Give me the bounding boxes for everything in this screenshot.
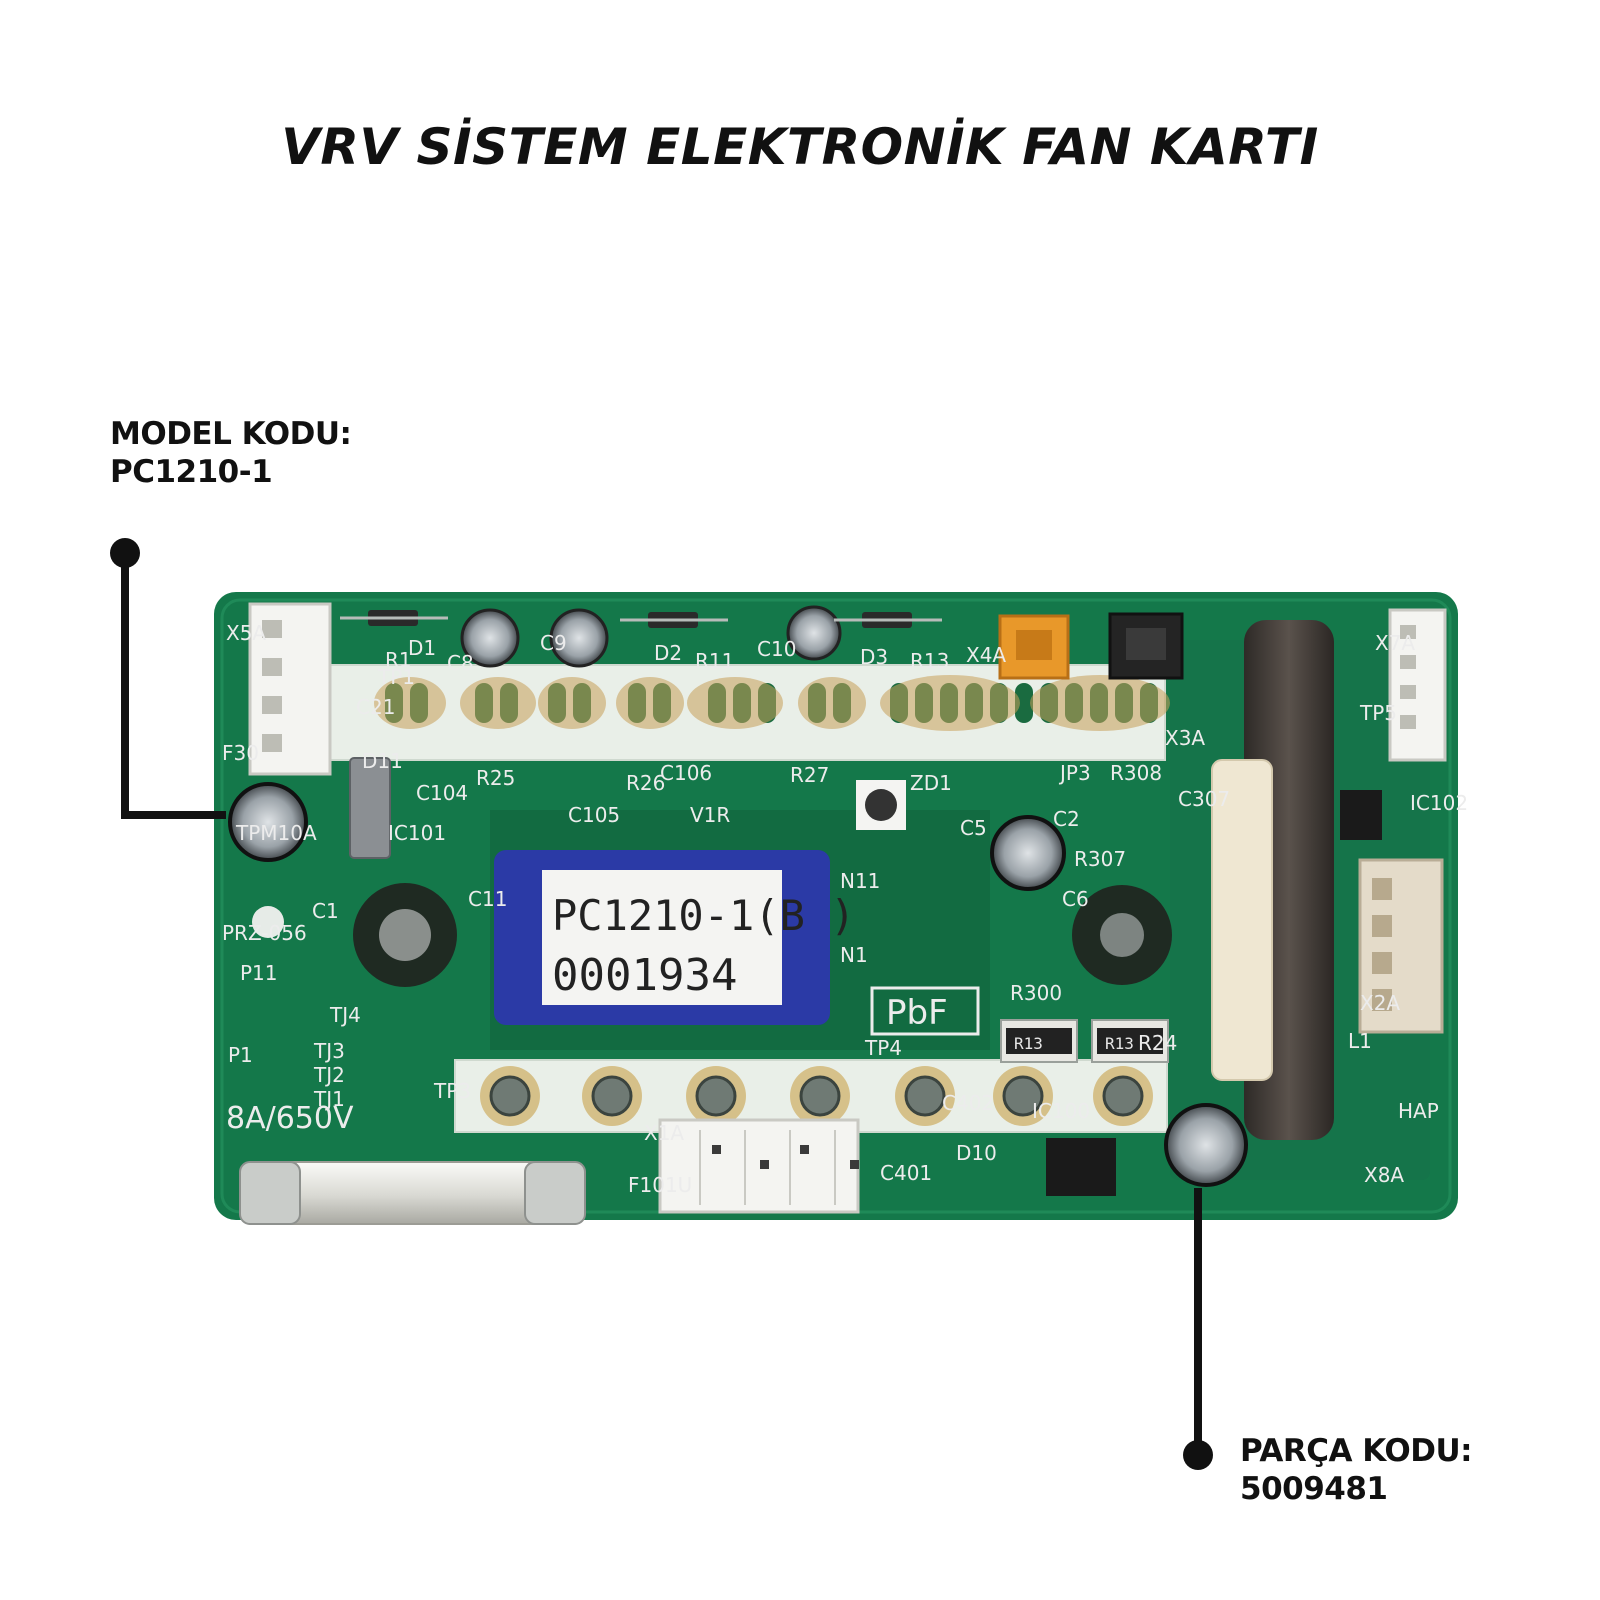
- svg-text:IC101: IC101: [388, 821, 446, 845]
- svg-text:C1: C1: [312, 899, 339, 923]
- svg-text:HAP: HAP: [1398, 1099, 1439, 1123]
- pbf-mark: PbF: [886, 993, 948, 1033]
- svg-text:C105: C105: [568, 803, 620, 827]
- isolation-pad: [1211, 759, 1273, 1081]
- svg-text:TP1: TP1: [377, 665, 415, 689]
- part-code-label: PARÇA KODU: 5009481: [1240, 1432, 1473, 1508]
- svg-text:D11: D11: [362, 749, 403, 773]
- svg-text:TP3: TP3: [433, 1079, 471, 1103]
- svg-text:R25: R25: [476, 766, 515, 790]
- svg-text:R26: R26: [626, 771, 665, 795]
- svg-text:R13: R13: [910, 649, 949, 673]
- svg-text:C307: C307: [1178, 787, 1230, 811]
- svg-text:C21: C21: [356, 695, 395, 719]
- svg-text:D1: D1: [408, 636, 436, 660]
- part-code-value: 5009481: [1240, 1471, 1388, 1507]
- svg-text:C2: C2: [1053, 807, 1080, 831]
- svg-text:PRZ-056: PRZ-056: [222, 921, 307, 945]
- svg-text:X7A: X7A: [1375, 631, 1415, 655]
- ic100-chip: [1046, 1138, 1116, 1196]
- svg-text:C11: C11: [468, 887, 507, 911]
- svg-text:F101U: F101U: [628, 1173, 692, 1197]
- svg-text:C6: C6: [1062, 887, 1089, 911]
- model-callout-dot: [110, 538, 140, 568]
- svg-text:C10: C10: [757, 637, 796, 661]
- power-terminals: [480, 1066, 1153, 1126]
- svg-text:V1R: V1R: [690, 803, 730, 827]
- page-title: VRV SİSTEM ELEKTRONİK FAN KARTI: [281, 118, 1319, 176]
- part-callout-dot: [1183, 1440, 1213, 1470]
- connector-x7a: [1388, 608, 1447, 762]
- connector-x1a: [658, 1118, 860, 1214]
- svg-text:C5: C5: [960, 816, 987, 840]
- svg-text:X3A: X3A: [1165, 726, 1205, 750]
- svg-text:F30: F30: [222, 741, 259, 765]
- svg-text:TJ4: TJ4: [329, 1003, 361, 1027]
- sticker-serial-text: 0001934: [552, 950, 737, 1001]
- svg-text:X8A: X8A: [1364, 1163, 1404, 1187]
- svg-text:R11: R11: [695, 649, 734, 673]
- svg-text:X1A: X1A: [644, 1121, 684, 1145]
- model-code-value: PC1210-1: [110, 454, 273, 490]
- svg-text:C401: C401: [880, 1161, 932, 1185]
- svg-text:N11: N11: [840, 869, 880, 893]
- fuse-rating-text: 8A/650V: [226, 1101, 354, 1136]
- svg-text:X5A: X5A: [226, 621, 266, 645]
- svg-text:IC102: IC102: [1410, 791, 1468, 815]
- svg-text:JP3: JP3: [1058, 761, 1091, 785]
- svg-text:C8: C8: [447, 651, 474, 675]
- svg-text:R24: R24: [1138, 1031, 1177, 1055]
- svg-text:C402: C402: [942, 1091, 994, 1115]
- svg-text:ZD1: ZD1: [910, 771, 952, 795]
- svg-text:TPM10A: TPM10A: [235, 821, 317, 845]
- svg-text:P1: P1: [228, 1043, 253, 1067]
- svg-text:TP5: TP5: [1359, 701, 1397, 725]
- svg-text:R307: R307: [1074, 847, 1126, 871]
- sticker-model-text: PC1210-1(B ): [552, 891, 855, 940]
- svg-text:D10: D10: [956, 1141, 997, 1165]
- svg-text:D2: D2: [654, 641, 682, 665]
- svg-text:X4A: X4A: [966, 643, 1006, 667]
- svg-text:IC100: IC100: [1032, 1099, 1090, 1123]
- svg-text:TJ2: TJ2: [313, 1063, 345, 1087]
- svg-text:C9: C9: [540, 631, 567, 655]
- svg-text:R300: R300: [1010, 981, 1062, 1005]
- svg-text:P11: P11: [240, 961, 278, 985]
- svg-text:R308: R308: [1110, 761, 1162, 785]
- svg-text:L1: L1: [1348, 1029, 1372, 1053]
- svg-text:TP4: TP4: [864, 1036, 902, 1060]
- svg-text:D3: D3: [860, 645, 888, 669]
- svg-text:R27: R27: [790, 763, 829, 787]
- svg-text:N1: N1: [840, 943, 868, 967]
- svg-text:C106: C106: [660, 761, 712, 785]
- svg-text:R13: R13: [1105, 1034, 1134, 1053]
- svg-text:TJ1: TJ1: [313, 1087, 345, 1111]
- svg-text:TJ3: TJ3: [313, 1039, 345, 1063]
- svg-text:R13: R13: [1014, 1034, 1043, 1053]
- capacitors: [228, 605, 1248, 1187]
- svg-text:R1: R1: [385, 648, 412, 672]
- model-callout: [121, 553, 226, 819]
- svg-text:C104: C104: [416, 781, 468, 805]
- part-code-caption: PARÇA KODU:: [1240, 1433, 1473, 1469]
- svg-text:X2A: X2A: [1360, 991, 1400, 1015]
- model-code-label: MODEL KODU: PC1210-1: [110, 415, 352, 491]
- model-code-caption: MODEL KODU:: [110, 416, 352, 452]
